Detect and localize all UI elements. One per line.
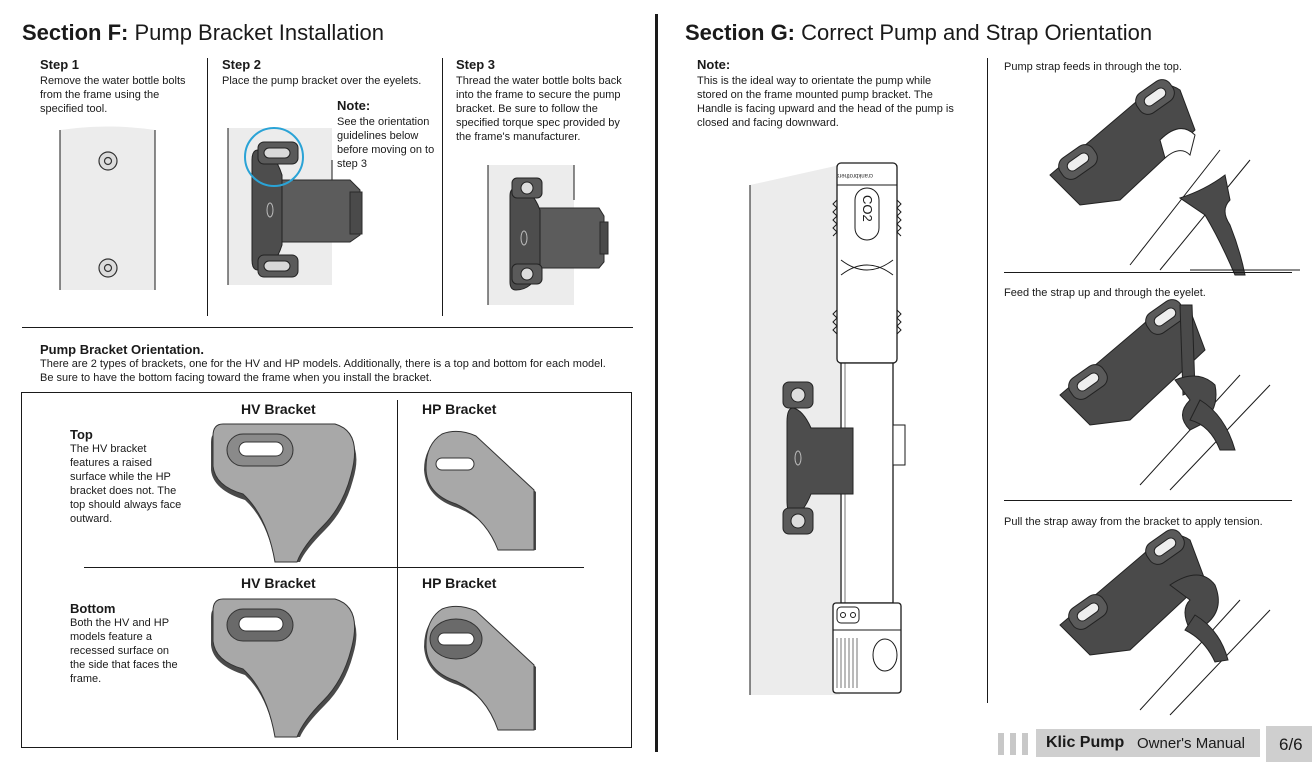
- section-g-heading: Correct Pump and Strap Orientation: [801, 20, 1153, 45]
- orientation-box: [21, 392, 632, 748]
- section-f-label: Section F:: [22, 20, 129, 45]
- footer-product: Klic Pump: [1046, 734, 1125, 751]
- hv-label-bottom: HV Bracket: [241, 575, 316, 591]
- footer-stripe-3: [1022, 733, 1028, 755]
- bottom-text: Both the HV and HP models feature a rece…: [70, 617, 178, 685]
- section-f-heading: Pump Bracket Installation: [134, 20, 384, 45]
- footer-page-number: 6/6: [1279, 735, 1303, 754]
- step1-heading: Step 1: [40, 57, 80, 72]
- caption-divider-2: [1004, 500, 1292, 501]
- step1-text: Remove the water bottle bolts from the f…: [40, 75, 186, 115]
- hv-bracket-top-shape: [211, 423, 357, 563]
- page-divider: [655, 14, 658, 752]
- footer-stripe-1: [998, 733, 1004, 755]
- section-g-vdivider: [987, 58, 988, 703]
- strap-step3-illustration: [1059, 529, 1271, 716]
- section-g-label: Section G:: [685, 20, 796, 45]
- step3-heading: Step 3: [456, 57, 496, 72]
- footer-bar: Klic Pump Owner's Manual: [1036, 729, 1260, 757]
- footer-doc: Owner's Manual: [1137, 735, 1245, 752]
- footer-page-box: 6/6: [1266, 726, 1312, 762]
- step1-frame-illustration: [59, 126, 156, 290]
- caption-2: Feed the strap up and through the eyelet…: [1004, 287, 1206, 299]
- step3-text: Thread the water bottle bolts back into …: [456, 75, 622, 143]
- pump-co2-label: CO2: [860, 195, 875, 222]
- bottom-heading: Bottom: [70, 601, 116, 616]
- caption-3: Pull the strap away from the bracket to …: [1004, 516, 1263, 528]
- section-g-note-heading: Note:: [697, 57, 731, 72]
- divider-step1-step2: [207, 58, 208, 316]
- orientation-hdivider: [84, 567, 584, 568]
- hv-label-top: HV Bracket: [241, 401, 316, 417]
- strap-step2-illustration: [1059, 299, 1271, 491]
- hp-bracket-top-shape: [424, 430, 536, 551]
- caption-divider-1: [1004, 272, 1292, 273]
- divider-orientation: [22, 327, 633, 328]
- step2-heading: Step 2: [222, 57, 262, 72]
- caption-1: Pump strap feeds in through the top.: [1004, 61, 1182, 73]
- orientation-heading: Pump Bracket Orientation.: [40, 342, 204, 357]
- top-text: The HV bracket features a raised surface…: [70, 443, 182, 525]
- note-heading: Note:: [337, 98, 371, 113]
- step2-bracket-illustration: [227, 127, 363, 285]
- hp-bracket-bottom-shape: [424, 605, 536, 731]
- note-text: See the orientation guidelines below bef…: [337, 116, 435, 170]
- step2-text: Place the pump bracket over the eyelets.: [222, 75, 422, 87]
- divider-step2-step3: [442, 58, 443, 316]
- step3-bracket-illustration: [487, 165, 609, 305]
- hp-label-bottom: HP Bracket: [422, 575, 497, 591]
- strap-step1-illustration: [1049, 79, 1300, 276]
- top-heading: Top: [70, 427, 93, 442]
- hv-bracket-bottom-shape: [211, 598, 357, 738]
- hp-label-top: HP Bracket: [422, 401, 497, 417]
- section-g-title: Section G: Correct Pump and Strap Orient…: [685, 20, 1152, 46]
- orientation-vdivider: [397, 400, 398, 740]
- footer-stripe-2: [1010, 733, 1016, 755]
- pump-illustration: CO2 crankbrothers: [749, 162, 906, 695]
- section-f-title: Section F: Pump Bracket Installation: [22, 20, 384, 46]
- pump-brand-text: crankbrothers: [836, 172, 873, 178]
- section-g-note-text: This is the ideal way to orientate the p…: [697, 75, 954, 129]
- orientation-text: There are 2 types of brackets, one for t…: [40, 358, 606, 384]
